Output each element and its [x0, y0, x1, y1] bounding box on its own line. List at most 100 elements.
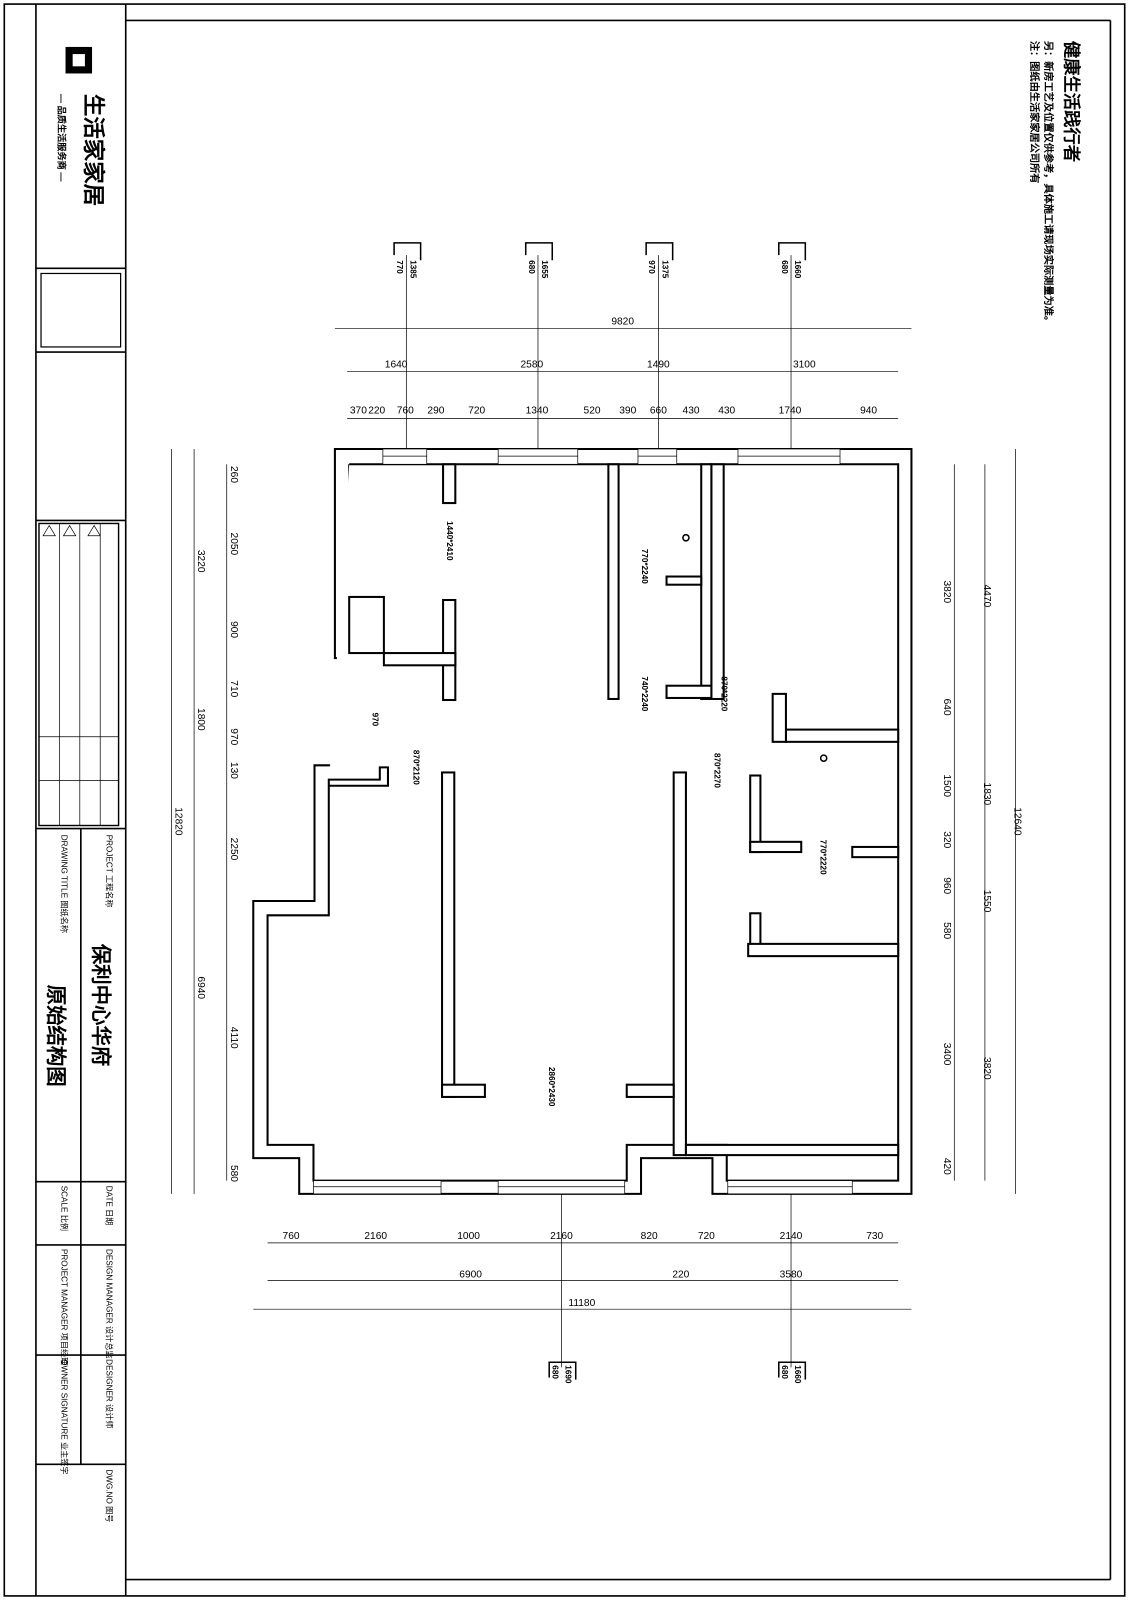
svg-text:220: 220 — [368, 405, 385, 416]
svg-text:3820: 3820 — [981, 1057, 992, 1080]
svg-text:970: 970 — [371, 713, 380, 727]
svg-text:970: 970 — [647, 260, 656, 274]
project-name: 保利中心华府 — [89, 943, 113, 1066]
svg-text:1385: 1385 — [408, 260, 417, 279]
svg-text:3820: 3820 — [941, 581, 952, 604]
svg-text:640: 640 — [941, 699, 952, 716]
svg-text:290: 290 — [427, 405, 444, 416]
svg-text:1340: 1340 — [526, 405, 549, 416]
slogan-title: 健康生活践行者 — [1062, 41, 1082, 162]
svg-text:430: 430 — [718, 405, 735, 416]
svg-text:820: 820 — [641, 1231, 658, 1242]
svg-text:11180: 11180 — [568, 1298, 595, 1309]
svg-text:730: 730 — [866, 1231, 883, 1242]
svg-text:2050: 2050 — [228, 533, 239, 556]
dimensions-left: 12820 3220 1800 6940 260 2050 900 710 97… — [173, 466, 239, 1182]
svg-text:520: 520 — [584, 405, 601, 416]
svg-text:1490: 1490 — [647, 359, 670, 370]
svg-text:660: 660 — [650, 405, 667, 416]
svg-text:4470: 4470 — [981, 585, 992, 608]
svg-text:760: 760 — [283, 1231, 300, 1242]
slogan-note-1: 另：新房工艺及位置仅供参考，具体施工请现场实际测量为准。 — [1042, 41, 1055, 326]
svg-text:12640: 12640 — [1012, 807, 1023, 836]
drain-icon — [682, 533, 690, 542]
svg-text:770*2220: 770*2220 — [819, 840, 828, 875]
svg-text:720: 720 — [468, 405, 485, 416]
svg-text:3400: 3400 — [941, 1043, 952, 1066]
dwg-no-label: DWG.NO 图号 — [104, 1469, 113, 1522]
dimension-lines — [171, 255, 1016, 1368]
svg-text:130: 130 — [228, 762, 239, 779]
svg-text:580: 580 — [228, 1165, 239, 1182]
designer-label: DESIGNER 设计师 — [104, 1359, 114, 1428]
project-manager-label: PROJECT MANAGER 项目经理 — [59, 1249, 69, 1365]
svg-text:6940: 6940 — [195, 976, 206, 999]
svg-text:1660: 1660 — [793, 260, 802, 279]
svg-text:6900: 6900 — [459, 1270, 482, 1281]
section-marker: 1690 680 — [548, 1361, 577, 1384]
dimensions-top: 9820 1640 2580 1490 3100 370 220 760 290… — [350, 316, 878, 416]
svg-text:680: 680 — [550, 1365, 559, 1379]
section-marker: 1375 970 — [645, 242, 674, 279]
svg-text:960: 960 — [941, 877, 952, 894]
walls — [252, 447, 913, 1195]
svg-text:2160: 2160 — [364, 1231, 387, 1242]
svg-text:2250: 2250 — [228, 838, 239, 861]
dimensions-right: 3820 640 1500 320 960 580 3400 420 4470 … — [941, 581, 1022, 1176]
svg-text:680: 680 — [780, 1365, 789, 1379]
svg-text:220: 220 — [672, 1270, 689, 1281]
company-slogan: — 品质生活服务商 — — [56, 94, 67, 182]
svg-text:370: 370 — [350, 405, 367, 416]
svg-text:580: 580 — [941, 922, 952, 939]
svg-text:260: 260 — [228, 466, 239, 483]
dimensions-bottom: 760 2160 1000 2160 820 720 2140 730 6900… — [283, 1231, 884, 1309]
svg-text:740*2240: 740*2240 — [640, 676, 649, 711]
svg-text:1655: 1655 — [540, 260, 549, 279]
svg-text:2140: 2140 — [780, 1231, 803, 1242]
svg-text:1800: 1800 — [195, 708, 206, 731]
svg-text:1000: 1000 — [457, 1231, 480, 1242]
svg-text:870*2220: 870*2220 — [720, 676, 729, 711]
section-marker: 1660 680 — [778, 242, 807, 279]
svg-text:1640: 1640 — [385, 359, 408, 370]
svg-text:1740: 1740 — [779, 405, 802, 416]
svg-text:720: 720 — [698, 1231, 715, 1242]
svg-text:1690: 1690 — [564, 1365, 573, 1384]
svg-text:1830: 1830 — [981, 783, 992, 806]
drawing-title: 原始结构图 — [44, 985, 68, 1087]
svg-text:3100: 3100 — [793, 359, 816, 370]
svg-text:1500: 1500 — [941, 774, 952, 797]
svg-text:680: 680 — [527, 260, 536, 274]
svg-text:770: 770 — [395, 260, 404, 274]
title-block: 生活家家居 — 品质生活服务商 — PROJECT 工程名称 保利中心华府 DR… — [35, 46, 126, 1522]
svg-text:1660: 1660 — [793, 1365, 802, 1384]
svg-text:320: 320 — [941, 831, 952, 848]
slogan-note-2: 注：图纸由生活家家居公司所有 — [1028, 41, 1041, 184]
section-marker: 1655 680 — [524, 242, 554, 279]
company-name: 生活家家居 — [81, 94, 107, 206]
svg-text:680: 680 — [780, 260, 789, 274]
svg-text:970: 970 — [228, 728, 239, 745]
drain-icon — [819, 754, 828, 762]
svg-text:2160: 2160 — [550, 1231, 573, 1242]
drawing-title-label: DRAWING TITLE 图纸名称 — [59, 835, 69, 933]
svg-text:4110: 4110 — [228, 1027, 239, 1049]
design-manager-label: DESIGN MANAGER 设计总监 — [104, 1249, 114, 1359]
svg-text:1440*2410: 1440*2410 — [445, 521, 454, 561]
svg-text:2580: 2580 — [521, 359, 544, 370]
date-label: DATE 日期 — [104, 1186, 113, 1226]
sheet-border — [3, 3, 1126, 1597]
windows — [313, 448, 853, 1195]
svg-text:9820: 9820 — [611, 316, 634, 327]
svg-text:770*2240: 770*2240 — [640, 549, 649, 584]
svg-text:420: 420 — [941, 1158, 952, 1175]
svg-text:940: 940 — [860, 405, 877, 416]
svg-text:870*2120: 870*2120 — [411, 750, 420, 785]
svg-text:3580: 3580 — [780, 1270, 803, 1281]
svg-text:1550: 1550 — [981, 890, 992, 913]
svg-text:1375: 1375 — [660, 260, 669, 279]
section-marker: 1660 680 — [778, 1361, 807, 1384]
scale-label: SCALE 比例 — [59, 1186, 69, 1231]
opening-labels: 1440*2410 770*2240 740*2240 970 870*2220… — [371, 521, 828, 1107]
